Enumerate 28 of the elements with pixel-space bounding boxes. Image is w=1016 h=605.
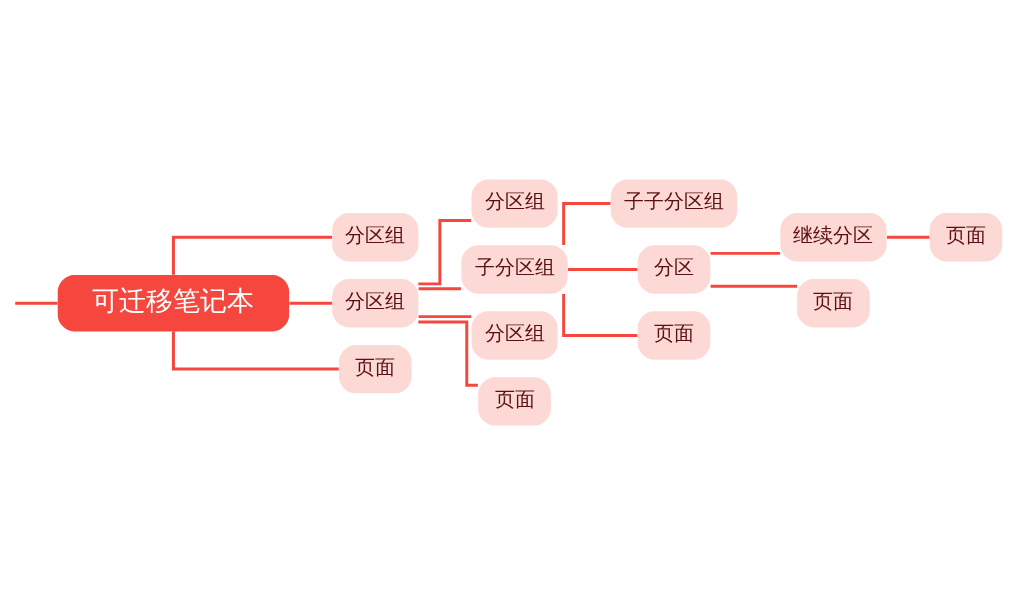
connector — [886, 235, 930, 239]
connector — [418, 315, 472, 319]
connector — [710, 284, 797, 288]
node-box: 分区组 — [471, 311, 558, 360]
node-box: 子分区组 — [461, 245, 568, 294]
node-box: 分区 — [637, 245, 711, 294]
node-box: 分区组 — [332, 278, 419, 328]
node-box: 页面 — [929, 213, 1003, 262]
node-box: 子子分区组 — [610, 179, 738, 228]
connector — [418, 320, 478, 387]
connector — [562, 294, 638, 337]
connector — [562, 202, 611, 245]
node-box: 继续分区 — [780, 213, 887, 262]
node-box: 页面 — [478, 377, 551, 426]
connector — [171, 331, 339, 371]
node-box: 可迁移笔记本 — [57, 274, 290, 332]
connector — [568, 268, 638, 271]
connector — [418, 287, 461, 291]
connector — [289, 301, 333, 305]
connector — [418, 218, 472, 286]
connector — [710, 251, 781, 255]
node-box: 分区组 — [332, 213, 419, 262]
node-box: 页面 — [637, 311, 711, 360]
node-box: 页面 — [338, 344, 412, 394]
node-box: 分区组 — [471, 179, 558, 228]
node-box: 页面 — [797, 278, 870, 328]
connector — [15, 301, 58, 305]
connector — [171, 235, 332, 275]
